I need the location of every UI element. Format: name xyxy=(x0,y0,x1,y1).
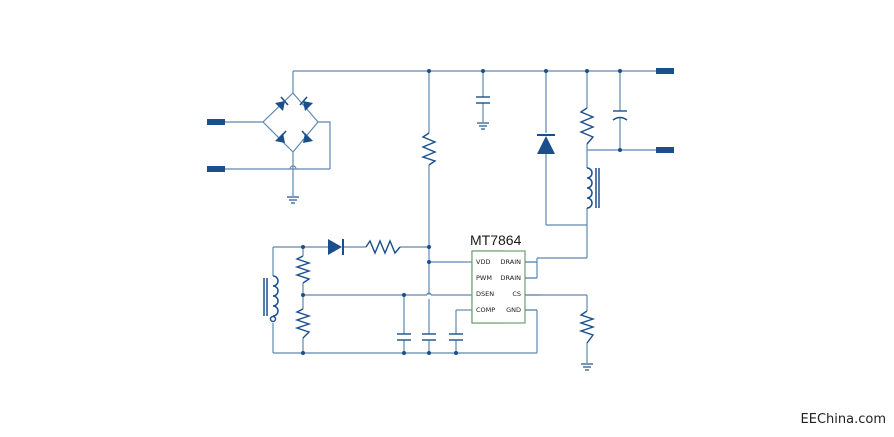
ground-icon xyxy=(581,363,593,371)
ground-symbols xyxy=(287,122,593,371)
main-inductor xyxy=(586,167,600,209)
pin-gnd: GND xyxy=(506,306,521,314)
bridge-rectifier xyxy=(262,92,319,170)
wires xyxy=(225,70,662,363)
comp-capacitor xyxy=(449,333,463,341)
divider-resistor-bottom xyxy=(294,308,312,339)
resistors xyxy=(294,107,596,344)
startup-resistor xyxy=(421,132,437,166)
pin-drain-1: DRAIN xyxy=(501,258,522,266)
terminals xyxy=(207,68,674,172)
pin-dsen: DSEN xyxy=(476,290,494,298)
ac-input-terminal-top xyxy=(207,119,225,125)
aux-winding xyxy=(263,275,279,323)
ground-icon xyxy=(477,122,489,130)
freewheel-diode xyxy=(537,134,555,154)
ac-input-terminal-bottom xyxy=(207,166,225,172)
vdd-capacitor xyxy=(422,333,436,341)
vdd-diode xyxy=(328,239,344,255)
bulk-capacitor xyxy=(476,96,490,104)
output-terminal-positive xyxy=(656,68,674,74)
vdd-series-resistor xyxy=(365,239,401,255)
sense-resistor xyxy=(578,310,596,344)
pin-comp: COMP xyxy=(476,306,495,314)
pin-cs: CS xyxy=(512,290,521,298)
chip-body xyxy=(471,250,526,324)
output-terminal-negative xyxy=(656,147,674,153)
watermark: EEChina.com xyxy=(800,412,886,427)
chip-name: MT7864 xyxy=(470,232,522,248)
dsen-capacitor xyxy=(397,333,411,341)
output-capacitor xyxy=(612,110,628,121)
load-resistor xyxy=(579,107,595,145)
junction-dots xyxy=(301,69,622,355)
divider-resistor-top xyxy=(294,255,312,284)
pin-pwm: PWM xyxy=(476,274,492,282)
capacitors xyxy=(397,96,628,341)
ground-icon xyxy=(287,196,299,204)
pin-vdd: VDD xyxy=(476,258,490,266)
pin-drain-2: DRAIN xyxy=(501,274,522,282)
